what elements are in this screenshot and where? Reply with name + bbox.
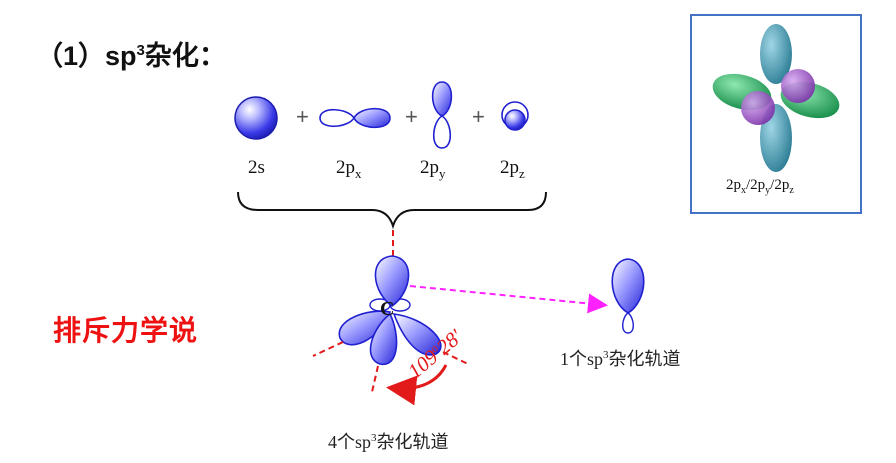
label-2py: 2py: [420, 157, 446, 181]
single-sp3-orbital: [611, 258, 645, 334]
plus-sign: +: [296, 104, 309, 129]
label-2pz: 2pz: [500, 157, 525, 181]
inset-caption: 2px/2py/2pz: [726, 177, 794, 196]
p-orbitals-3d-icon: [712, 24, 840, 172]
four-hybrid-orbitals-caption: 4个sp3杂化轨道: [328, 432, 449, 452]
label-2s: 2s: [248, 157, 265, 178]
py-orbital: [431, 81, 453, 149]
angle-arc: [386, 364, 448, 406]
s-orbital-sphere: [234, 96, 278, 140]
sp3-cluster: [338, 255, 442, 365]
plus-sign: +: [405, 104, 418, 129]
single-hybrid-orbital-caption: 1个sp3杂化轨道: [560, 349, 681, 369]
plus-sign: +: [472, 104, 485, 129]
pz-orbital: [501, 101, 529, 131]
arrow-to-single-orbital: [409, 285, 608, 314]
repulsion-theory-label: 排斥力学说: [53, 315, 199, 346]
curly-brace: [237, 191, 547, 230]
carbon-atom-label: C: [380, 298, 395, 320]
label-2px: 2px: [336, 157, 362, 181]
section-title: （1）sp3杂化：: [36, 41, 226, 71]
px-orbital: [319, 107, 391, 129]
